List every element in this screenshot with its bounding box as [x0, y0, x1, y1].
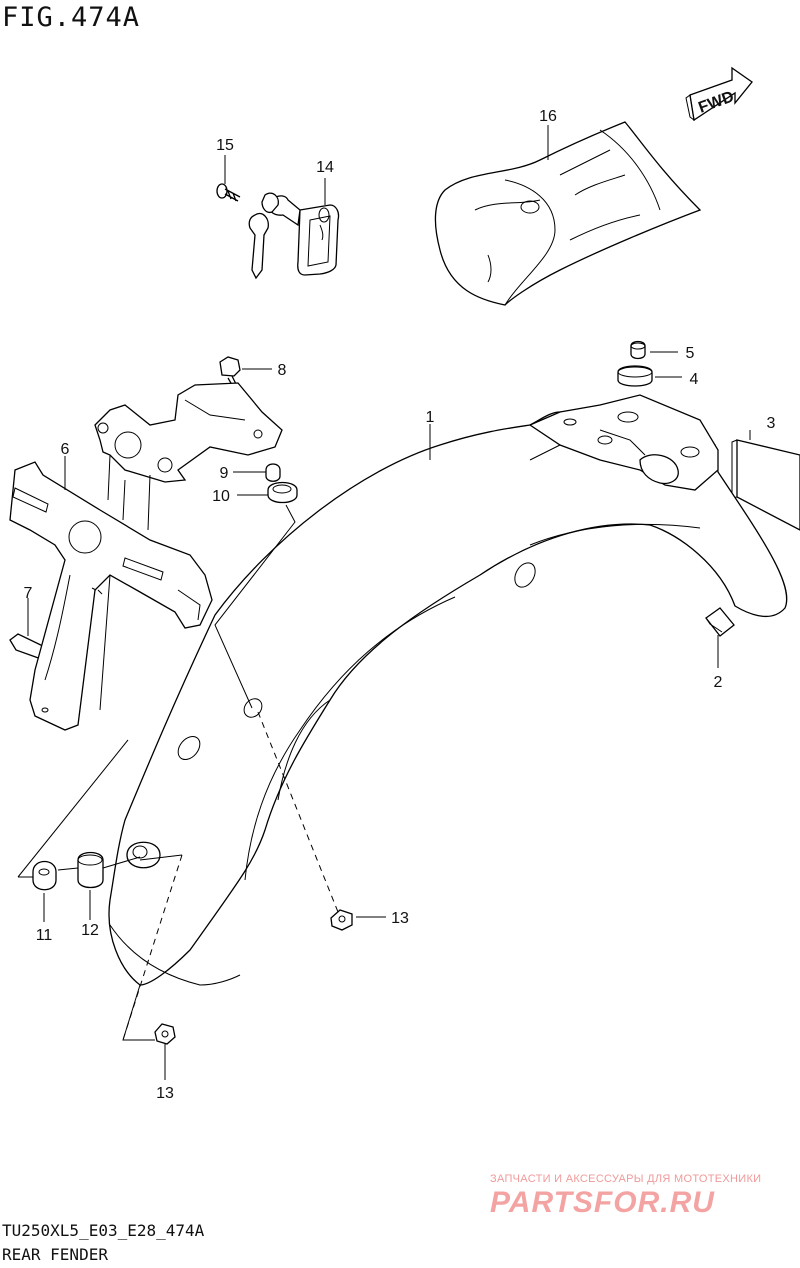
figure-title: FIG.474A	[2, 2, 141, 33]
callout-5: 5	[686, 345, 695, 362]
callout-16: 16	[539, 108, 557, 125]
callout-6: 6	[61, 441, 70, 458]
figure-name: REAR FENDER	[2, 1245, 108, 1264]
clip-nut-part	[154, 1023, 176, 1045]
callout-8: 8	[278, 362, 287, 379]
cushion-part	[630, 340, 646, 360]
callout-7: 7	[24, 585, 33, 602]
grommet-part	[267, 481, 298, 504]
callout-numbers: 1 2 3 4 5 6 7 8 9 10 11 12 13 13 14 15 1…	[24, 108, 776, 1102]
model-code: TU250XL5_E03_E28_474A	[2, 1221, 205, 1240]
nut-part	[265, 463, 281, 482]
screw-part	[216, 183, 241, 202]
callout-2: 2	[714, 674, 723, 691]
callout-15: 15	[216, 137, 234, 154]
damper-part	[617, 365, 653, 387]
seat-cover-part	[434, 121, 702, 306]
callout-12: 12	[81, 922, 99, 939]
washer-part	[32, 860, 57, 891]
bracket-plate	[94, 382, 283, 531]
callout-11: 11	[36, 927, 53, 944]
leader-lines	[17, 125, 751, 1080]
rear-fender-body	[108, 394, 788, 986]
callout-4: 4	[690, 371, 699, 388]
watermark-logo: PARTSFOR.RU	[490, 1186, 715, 1219]
seat-lock-part	[248, 192, 340, 280]
callout-1: 1	[426, 409, 435, 426]
callout-3: 3	[767, 415, 776, 432]
callout-13: 13	[391, 910, 409, 927]
collar-part	[77, 851, 104, 889]
callout-13: 13	[156, 1085, 174, 1102]
callout-14: 14	[316, 159, 334, 176]
clip-part	[705, 607, 735, 637]
license-bracket-part	[9, 461, 213, 731]
forward-direction-arrow: FWD	[685, 66, 753, 122]
callout-9: 9	[220, 465, 229, 482]
clip-nut-part	[330, 909, 353, 931]
callout-10: 10	[212, 488, 230, 505]
watermark-caption: ЗАПЧАСТИ И АКСЕССУАРЫ ДЛЯ МОТОТЕХНИКИ	[490, 1173, 762, 1185]
